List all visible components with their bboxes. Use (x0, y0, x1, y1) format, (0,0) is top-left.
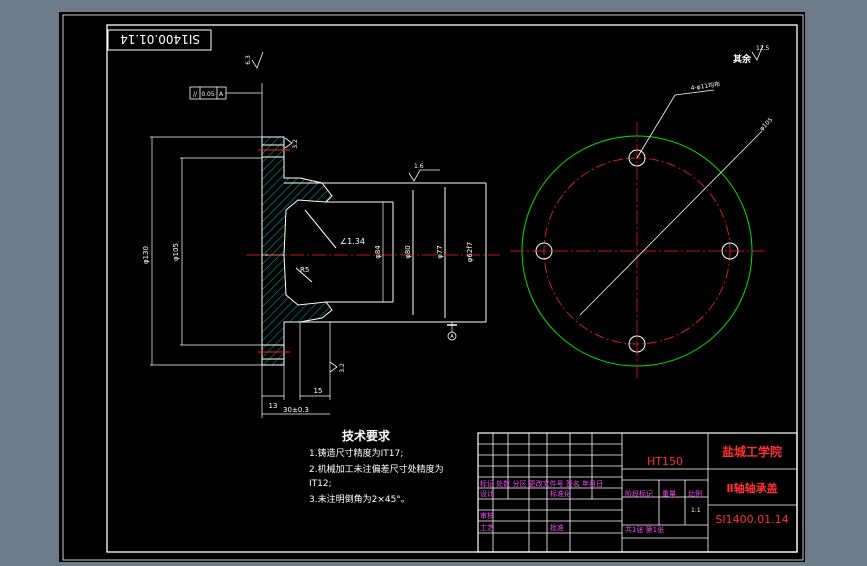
tb-part-name: Ⅱ轴轴承盖 (726, 481, 777, 495)
svg-text:3.2: 3.2 (339, 363, 346, 373)
end-view (510, 89, 765, 380)
flatness-tolerance-frame: // 0.05 A (189, 86, 262, 100)
flange-section-bottom (261, 254, 333, 366)
svg-text:3.2: 3.2 (292, 139, 299, 149)
tech-req-title: 技术要求 (342, 428, 391, 443)
roughness-flange-bottom: 3.2 (329, 361, 346, 373)
roughness-others: 其余 12.5 (733, 44, 770, 65)
dim-bore: φ62f7 (466, 242, 474, 262)
tb-process: 工艺 (480, 524, 494, 532)
dim-total: 30±0.3 (283, 406, 309, 414)
dim-inner-mid: φ80 (404, 245, 412, 259)
svg-text:1.6: 1.6 (414, 163, 424, 170)
datum-marker: A (447, 324, 457, 341)
tech-req-item-3: IT12; (309, 479, 332, 489)
tb-review: 审核 (480, 511, 494, 520)
tb-sheets: 共1张 第1张 (625, 525, 664, 534)
dim-body-dia: φ105 (172, 243, 180, 261)
tb-material: HT150 (647, 455, 683, 468)
dim-inner-77: φ77 (436, 245, 444, 259)
dim-inner-small: φ84 (374, 245, 382, 259)
outer-border (62, 14, 804, 561)
dim-15: 15 (314, 387, 323, 395)
section-dimensions (150, 83, 453, 418)
dim-chamfer: ∠1.34 (340, 237, 365, 246)
title-block (477, 432, 798, 553)
tb-scale: 比例 (688, 489, 702, 498)
flatness-value: 0.05 (201, 91, 215, 98)
tb-rev-header: 标记 处数 分区 更改文件号 签名 年月日 (480, 479, 603, 488)
rotated-label: SI1400.01.14 (120, 32, 200, 46)
tb-scale-value: 1:1 (691, 507, 701, 514)
roughness-others-value: 12.5 (756, 45, 770, 52)
tb-design: 设计 (480, 489, 494, 498)
pcd-leader (579, 130, 763, 316)
tech-req-item-4: 3.未注明倒角为2×45°。 (309, 493, 410, 505)
flatness-symbol: // (193, 91, 198, 98)
chamfer-leader (304, 209, 337, 249)
dim-r: R5 (300, 266, 309, 274)
section-view (246, 136, 500, 366)
hole-note-shelf (674, 89, 715, 96)
dim-13: 13 (269, 402, 278, 410)
hole-note-leader (636, 94, 676, 159)
tb-standard: 标准化 (550, 489, 571, 498)
r-leader (295, 267, 313, 283)
tb-drawing-no: SI1400.01.14 (715, 513, 788, 526)
svg-text:6.3: 6.3 (245, 55, 252, 65)
roughness-top-left: 6.3 (245, 51, 264, 69)
flatness-datum: A (219, 91, 224, 98)
inner-frame (106, 24, 798, 553)
drawing-paper (59, 12, 805, 562)
title-block-text: HT150 盐城工学院 Ⅱ轴轴承盖 SI1400.01.14 标记 处数 分区 … (480, 444, 789, 534)
rotated-label-box (107, 29, 212, 51)
technical-requirements: 技术要求 1.铸造尺寸精度为IT17; 2.机械加工未注偏差尺寸处精度为 IT1… (309, 428, 444, 505)
tech-req-item-1: 1.铸造尺寸精度为IT17; (309, 447, 403, 459)
roughness-flange-right: 3.2 (284, 137, 299, 149)
svg-text:A: A (450, 334, 454, 340)
tb-school: 盐城工学院 (722, 444, 782, 459)
roughness-bore-top: 1.6 (408, 163, 440, 182)
tb-approve: 批准 (550, 523, 564, 532)
tb-weight: 重量 (662, 490, 676, 498)
roughness-others-label: 其余 (733, 53, 752, 65)
tech-req-item-2: 2.机械加工未注偏差尺寸处精度为 (309, 463, 444, 475)
dim-flange-dia: φ130 (142, 246, 150, 264)
tb-stage-mark: 阶段标记 (625, 489, 653, 498)
